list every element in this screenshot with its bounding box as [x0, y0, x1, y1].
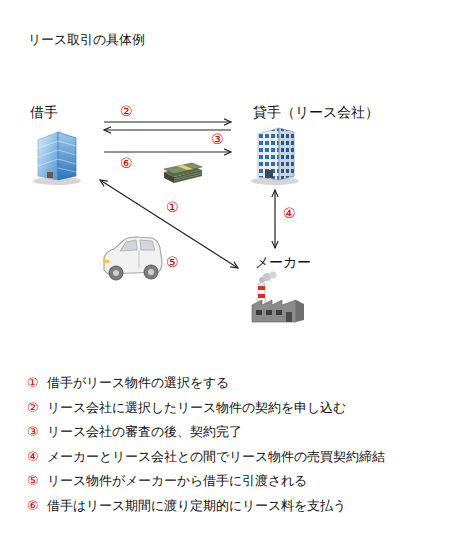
callout-number: ③	[211, 131, 224, 148]
callout-number: ②	[27, 399, 39, 416]
car	[104, 237, 162, 280]
step-text: リース物件がメーカーから借手に引渡される	[47, 472, 307, 489]
callout-number: ④	[283, 205, 296, 222]
money-stack	[164, 163, 202, 183]
party-name: 貸手（リース会社）	[253, 103, 385, 121]
callout-number: ④	[27, 448, 39, 465]
party-node: 貸手（リース会社）	[235, 100, 385, 188]
diagram-title: リース取引の具体例	[28, 31, 145, 48]
step-text: 借手はリース期間に渡り定期的にリース料を支払う	[47, 497, 346, 514]
step-text: リース会社に選択したリース物件の契約を申し込む	[47, 399, 346, 416]
flow-arrow	[274, 190, 275, 248]
flow-arrow	[104, 121, 231, 122]
callout-number: ③	[27, 423, 39, 440]
callout-number: ②	[120, 103, 133, 120]
callout-number: ⑤	[27, 472, 39, 489]
callout-number: ①	[166, 199, 179, 216]
party-node: 借手	[25, 100, 100, 185]
lessor-building	[251, 128, 299, 185]
party-node: メーカー	[238, 250, 323, 326]
flow-arrow	[104, 151, 231, 152]
flow-arrow	[104, 129, 231, 130]
step-text: 借手がリース物件の選択をする	[47, 374, 229, 391]
step-text: メーカーとリース会社との間でリース物件の売買契約締結	[47, 448, 385, 465]
borrower-building	[33, 132, 81, 185]
callout-number: ⑤	[166, 254, 179, 271]
callout-number: ①	[27, 374, 39, 391]
callout-number: ⑥	[27, 497, 39, 514]
callout-number: ⑥	[120, 155, 133, 172]
step-text: リース会社の審査の後、契約完了	[47, 423, 242, 440]
party-name: メーカー	[255, 253, 323, 271]
party-name: 借手	[30, 103, 100, 121]
factory	[252, 272, 304, 323]
